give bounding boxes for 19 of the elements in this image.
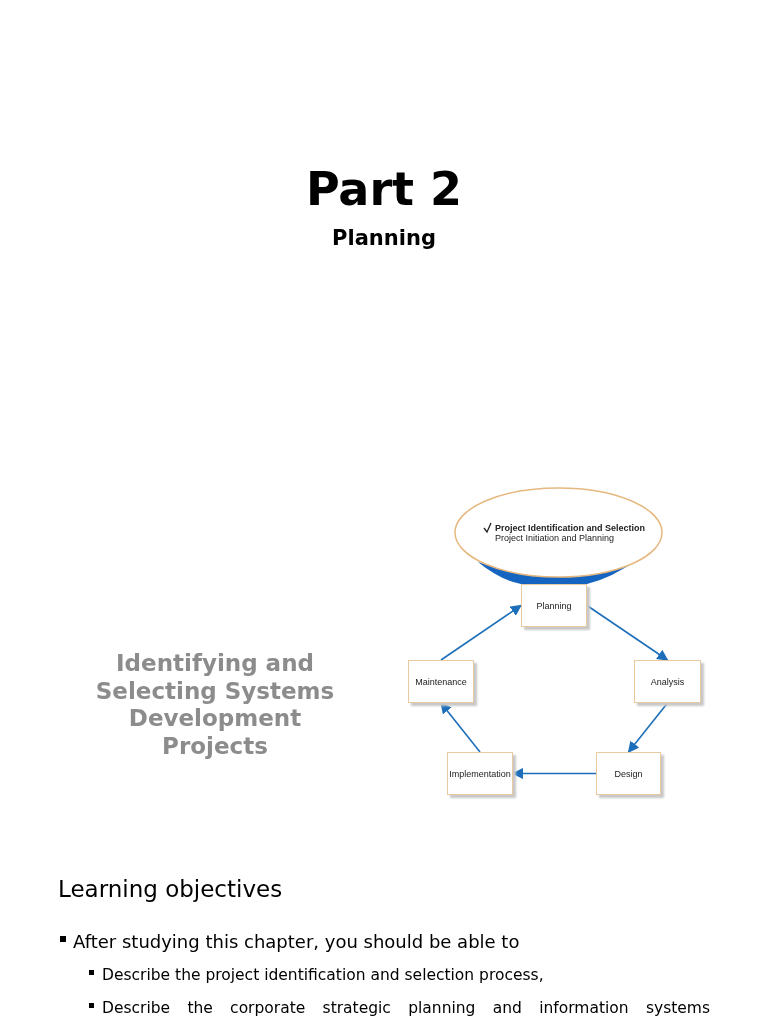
arrow bbox=[511, 767, 597, 780]
arrow bbox=[627, 702, 669, 753]
callout-text: Project Identification and Selection bbox=[495, 522, 646, 533]
bullet-text: Describe the corporate strategic planning and information systems bbox=[102, 999, 710, 1017]
section-heading: Identifying and Selecting Systems Development Projects bbox=[94, 650, 336, 760]
process-box: Implementation bbox=[447, 752, 513, 795]
heading: Learning objectives bbox=[58, 876, 284, 902]
arrow bbox=[440, 604, 522, 661]
slide-title: Part 2 bbox=[304, 162, 464, 216]
arrow bbox=[440, 702, 481, 753]
arrow bbox=[586, 604, 669, 661]
bullet-text: Describe the project identification and selection process, bbox=[102, 966, 545, 984]
subtitle: Planning bbox=[331, 226, 437, 250]
process-box: Planning bbox=[521, 584, 587, 627]
process-box: Design bbox=[596, 752, 661, 795]
process-box: Maintenance bbox=[408, 660, 474, 703]
process-box: Analysis bbox=[634, 660, 701, 703]
callout-text: Project Initiation and Planning bbox=[495, 532, 615, 543]
bullet-text: After studying this chapter, you should be able to bbox=[73, 931, 521, 952]
